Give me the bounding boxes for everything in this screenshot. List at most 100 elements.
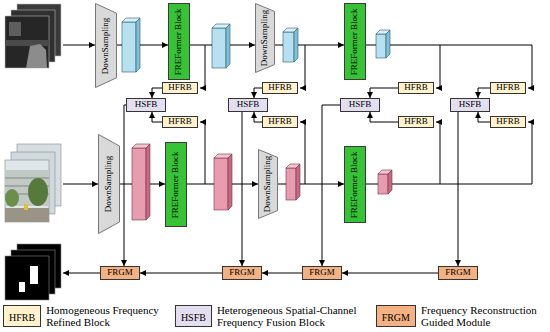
frgm-box: FRGM	[100, 266, 140, 280]
cuboid-front	[122, 22, 136, 72]
stream-wire	[117, 45, 122, 46]
legend-text: Frequency Reconstruction Guided Module	[421, 304, 547, 328]
cuboid-side	[226, 24, 230, 68]
downsampling-block: DownSampling	[255, 3, 275, 73]
legend-swatch: HFRB	[3, 305, 41, 327]
stream-wire	[63, 184, 98, 185]
stream-wire	[232, 184, 258, 185]
cuboid-side	[136, 18, 140, 72]
module-label: HFRB	[168, 83, 192, 93]
freformer-block: FREFormer Block	[344, 146, 366, 223]
feed-wire	[436, 122, 440, 184]
legend: HFRB Homogeneous Frequency Refined Block H…	[3, 304, 547, 328]
gray-image	[5, 16, 49, 68]
rgb-input-stack	[5, 144, 61, 222]
frgm-box: FRGM	[222, 266, 262, 280]
freformer-block: FREFormer Block	[168, 3, 190, 80]
legend-abbreviation: HSFB	[181, 312, 206, 323]
hsfb-box: HSFB	[228, 98, 268, 112]
downsampling-trapezoid	[99, 135, 120, 234]
legend-swatch: FRGM	[376, 305, 416, 327]
module-label: HFRB	[268, 83, 292, 93]
legend-text: Homogeneous Frequency Refined Block	[46, 304, 166, 328]
hfrb-box: HFRB	[162, 116, 198, 128]
downsampling-block: DownSampling	[258, 149, 278, 219]
mask-output-stack	[5, 244, 61, 300]
building	[5, 170, 49, 206]
tree	[5, 189, 19, 207]
cuboid-front	[212, 28, 226, 68]
sign	[24, 204, 28, 210]
freformer-block: FREFormer Block	[344, 3, 366, 80]
frgm-box: FRGM	[438, 266, 478, 280]
bottom-stream-wires	[63, 122, 532, 273]
legend-abbreviation: HFRB	[9, 312, 35, 323]
module-label: HFRB	[496, 83, 520, 93]
module-label: HSFB	[135, 100, 158, 110]
connector-arrow	[254, 112, 262, 122]
feed-wire	[300, 122, 305, 184]
hfrb-box: HFRB	[398, 82, 434, 94]
freformer-block: FREFormer Block	[165, 142, 187, 227]
connector-arrow	[262, 273, 302, 274]
hfrb-box: HFRB	[490, 116, 526, 128]
mask-region	[19, 282, 25, 292]
stream-wire	[366, 184, 378, 185]
hsfb-box: HSFB	[126, 98, 166, 112]
cuboid-front	[286, 168, 296, 200]
feed-wire	[200, 45, 205, 88]
module-label: FRGM	[445, 268, 471, 278]
legend-text: Heterogeneous Spatial-Channel Frequency …	[217, 304, 367, 328]
connector-arrow	[458, 112, 459, 266]
module-label: FRGM	[107, 268, 133, 278]
gray-input-stack	[5, 4, 61, 68]
hfrb-box: HFRB	[262, 116, 298, 128]
connector-arrow	[478, 112, 490, 122]
feed-wire	[300, 45, 305, 88]
connector-arrow	[242, 112, 243, 266]
module-label: HFRB	[268, 117, 292, 127]
gray-window	[9, 22, 21, 36]
rgb-feature-cuboids	[132, 144, 392, 220]
connector-arrow	[152, 88, 162, 98]
block-label: FREFormer Block	[350, 8, 360, 75]
stream-wire	[230, 45, 255, 46]
module-label: HFRB	[404, 117, 428, 127]
connector-arrow	[322, 105, 340, 266]
module-label: HSFB	[349, 100, 372, 110]
legend-swatch: HSFB	[175, 305, 212, 327]
cuboid-front	[378, 174, 388, 194]
stream-wire	[150, 184, 165, 185]
mask-image	[5, 256, 49, 300]
stream-wire	[278, 184, 286, 185]
module-label: HSFB	[237, 100, 260, 110]
connector-arrow	[370, 112, 398, 122]
module-label: FRGM	[229, 268, 255, 278]
stream-wire	[120, 184, 132, 185]
legend-abbreviation: FRGM	[382, 312, 410, 323]
legend-item: FRGM Frequency Reconstruction Guided Modu…	[376, 304, 547, 328]
hfrb-box: HFRB	[262, 82, 298, 94]
connector-arrow	[342, 273, 438, 274]
block-label: FREFormer Block	[350, 151, 360, 218]
cuboid-front	[376, 34, 386, 58]
downsampling-block: DownSampling	[98, 134, 120, 234]
block-label: FREFormer Block	[171, 151, 181, 218]
cuboid-front	[214, 158, 228, 210]
module-label: HSFB	[459, 100, 482, 110]
stream-wire	[187, 184, 214, 185]
cuboid-front	[283, 32, 294, 62]
cuboid-side	[296, 164, 300, 200]
ground	[5, 208, 49, 222]
hsfb-box: HSFB	[450, 98, 490, 112]
output-wire	[63, 273, 100, 274]
block-label: DownSampling	[260, 10, 270, 67]
tree	[28, 178, 48, 206]
block-label: DownSampling	[104, 156, 114, 213]
connector-arrow	[478, 88, 490, 98]
hfrb-box: HFRB	[490, 82, 526, 94]
legend-item: HSFB Heterogeneous Spatial-Channel Freque…	[175, 304, 367, 328]
feed-wire	[436, 45, 440, 88]
connector-arrow	[370, 88, 398, 98]
